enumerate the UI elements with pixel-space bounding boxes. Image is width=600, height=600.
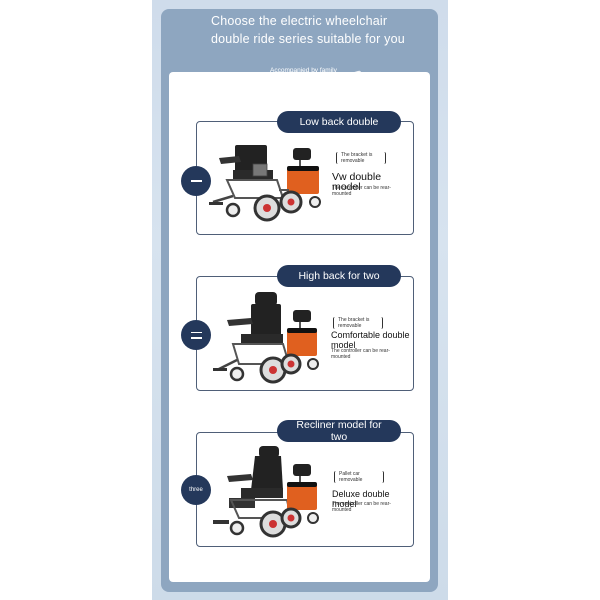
page-subtitle: Accompanied by family — [270, 67, 337, 74]
page-title: Choose the electric wheelchair double ri… — [211, 14, 405, 46]
content-card — [169, 72, 430, 582]
